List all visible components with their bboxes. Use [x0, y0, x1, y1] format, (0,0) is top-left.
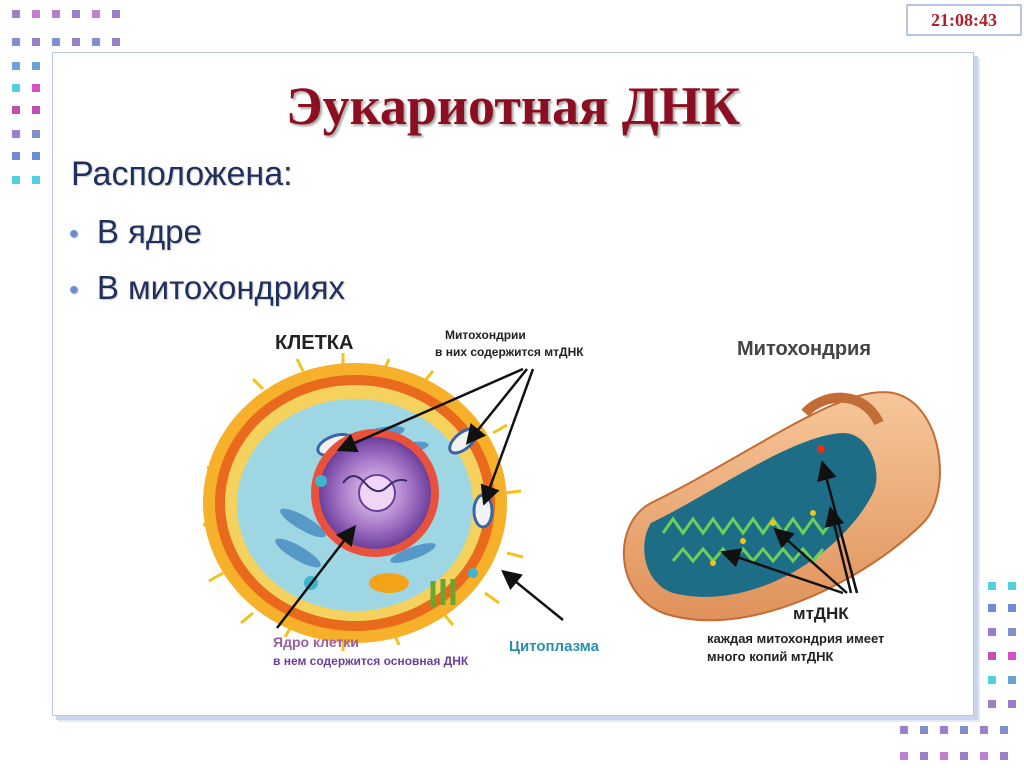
mito-note-line1: каждая митохондрия имеет [707, 631, 884, 646]
slide-title: Эукариотная ДНК [285, 76, 741, 136]
dna-illustration: КЛЕТКА Митохондрии в них содержится мтДН… [202, 328, 941, 668]
clock-display: 21:08:43 [906, 4, 1022, 36]
bullet-item: • В митохондриях [69, 269, 345, 307]
cytoplasm-label: Цитоплазма [509, 638, 600, 655]
nucleus-label-line1: Ядро клетки [273, 634, 359, 650]
mtdna-label: мтДНК [793, 604, 849, 623]
bullet-dot-icon: • [69, 274, 79, 306]
bullet-text: В ядре [96, 213, 202, 250]
bullet-item: • В ядре [69, 213, 202, 251]
slide-subtitle: Расположена: [71, 155, 293, 193]
mitochondrion-diagram [622, 391, 941, 622]
nucleus-label-line2: в нем содержится основная ДНК [273, 654, 469, 668]
cell-diagram [202, 353, 564, 651]
slide-panel: Эукариотная ДНК Расположена: • В ядре • В … [52, 52, 974, 716]
bullet-dot-icon: • [69, 218, 79, 250]
mito-label-line1: Митохондрии [445, 328, 526, 342]
mito-label-line2: в них содержится мтДНК [435, 345, 584, 359]
cell-heading: КЛЕТКА [275, 332, 353, 354]
mito-heading: Митохондрия [737, 338, 871, 360]
bullet-text: В митохондриях [96, 269, 345, 306]
mito-note-line2: много копий мтДНК [707, 649, 834, 664]
